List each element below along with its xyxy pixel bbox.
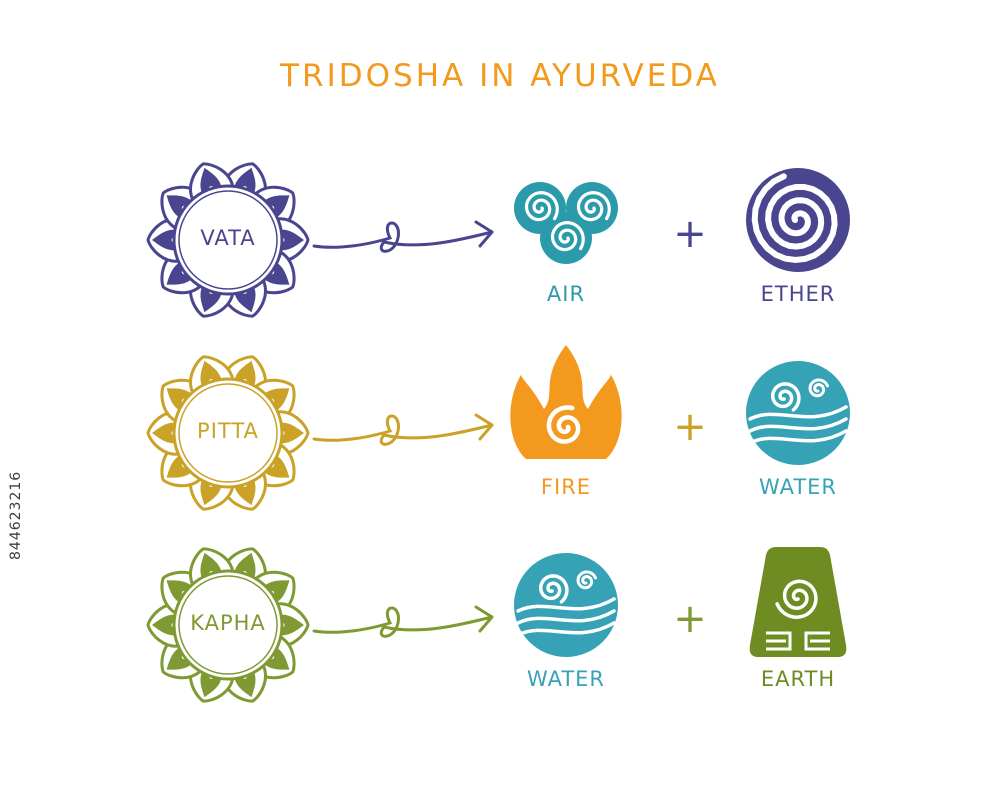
element-label-water: WATER [526,667,606,691]
element-label-air: AIR [546,282,586,306]
element-label-water: WATER [758,475,838,499]
air-icon [514,182,618,264]
stock-id-watermark: 844623216 [8,470,24,560]
dosha-label-kapha: KAPHA [190,611,266,635]
page-title: TRIDOSHA IN AYURVEDA [280,58,720,94]
element-label-fire: FIRE [540,475,592,499]
earth-icon [749,547,847,657]
water-icon [746,361,850,465]
dosha-mandala-kapha [146,547,310,703]
ether-icon [746,168,850,272]
plus-sign-pitta: + [673,404,707,450]
dosha-label-vata: VATA [200,226,256,250]
dosha-label-pitta: PITTA [197,419,259,443]
arrow-vata [312,220,494,253]
plus-sign-kapha: + [673,596,707,642]
plus-sign-vata: + [673,211,707,257]
element-label-earth: EARTH [760,667,836,691]
dosha-mandala-pitta [146,355,310,511]
dosha-mandala-vata [146,162,310,318]
fire-icon [510,345,622,459]
arrow-kapha [312,605,494,638]
water-icon [514,553,618,657]
element-label-ether: ETHER [760,282,836,306]
arrow-pitta [312,413,494,446]
